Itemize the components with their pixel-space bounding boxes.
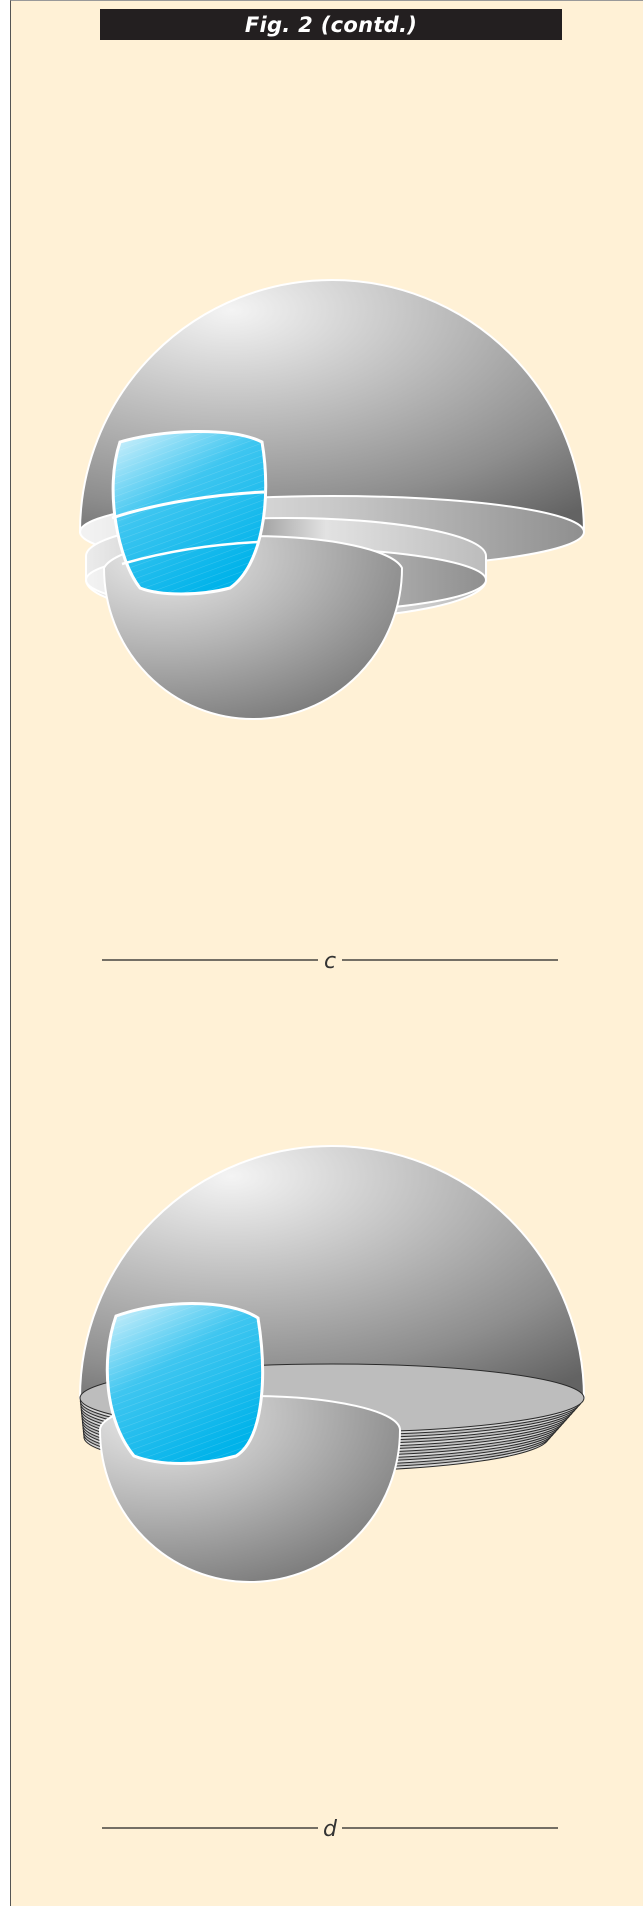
lens-diagram-d — [0, 1140, 643, 1610]
panel-label-c: c — [324, 949, 336, 974]
figure-title: Fig. 2 (contd.) — [100, 9, 562, 40]
caption-row-d: d — [0, 1813, 643, 1843]
caption-row-c: c — [0, 945, 643, 975]
blue-lens — [107, 1304, 262, 1464]
blue-lens — [112, 431, 266, 594]
panel-label-d: d — [323, 1817, 338, 1842]
lens-diagram-c — [0, 270, 643, 740]
